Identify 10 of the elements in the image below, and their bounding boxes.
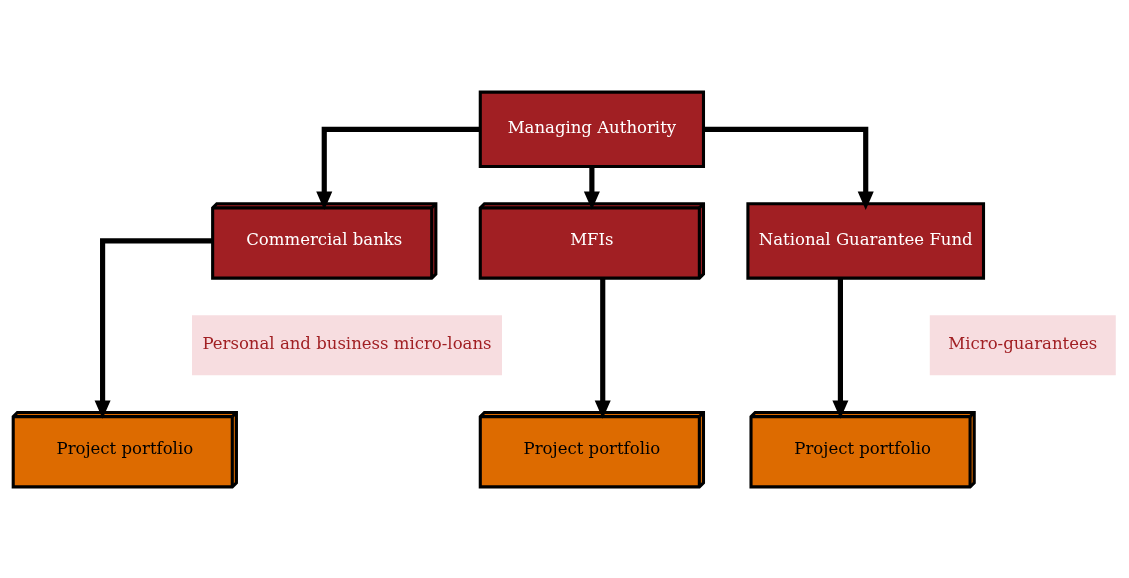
node-box: National Guarantee Fund [746, 201, 986, 280]
arrow [832, 277, 849, 419]
label: Micro-guarantees [948, 333, 1098, 353]
arrow [94, 237, 213, 419]
arrow [316, 126, 480, 210]
node-box: Managing Authority [478, 90, 706, 168]
arrow [583, 166, 600, 210]
arrow [703, 126, 874, 210]
label: Personal and business micro-loans [202, 333, 492, 353]
arrow [594, 277, 611, 419]
